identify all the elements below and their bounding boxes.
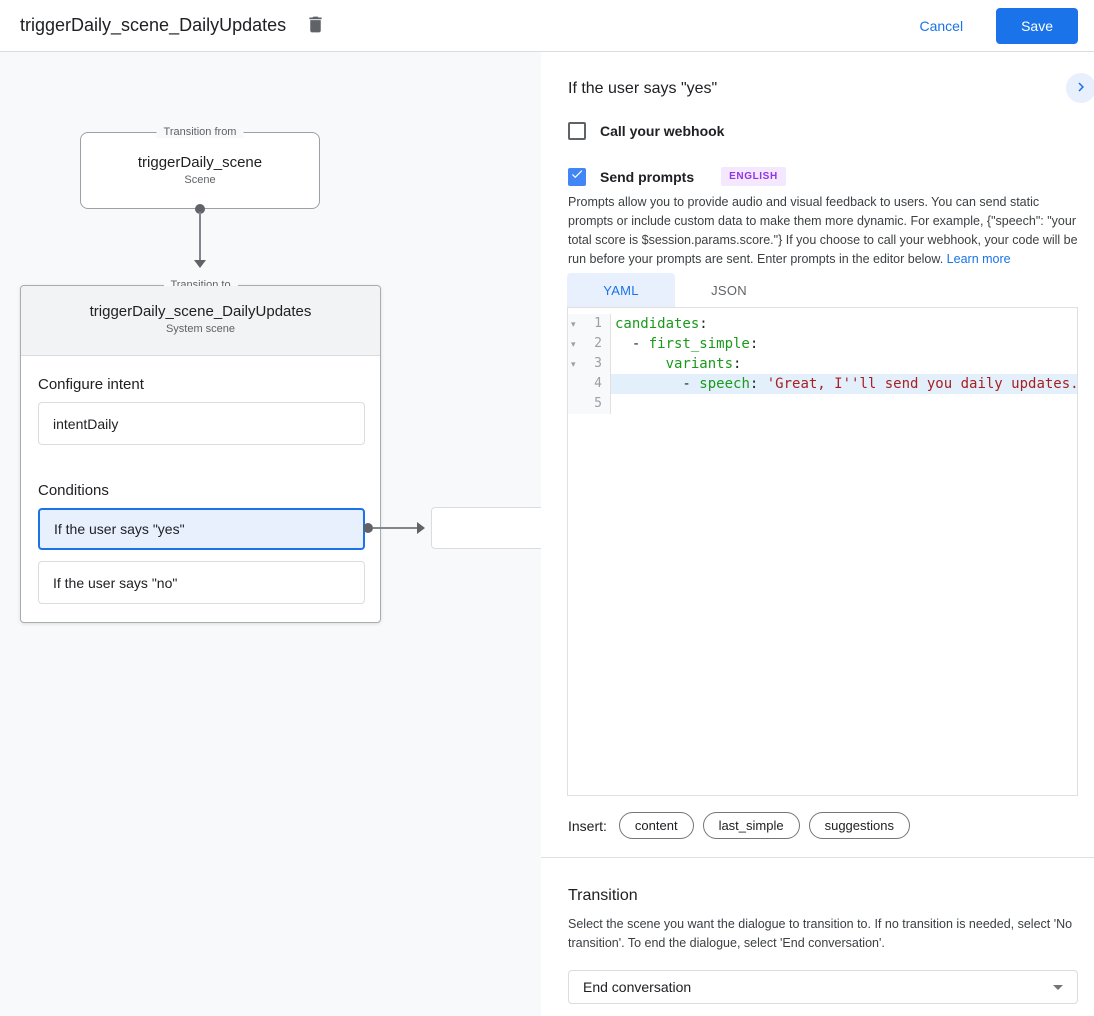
delete-scene-button[interactable] (303, 14, 327, 38)
code-line[interactable]: 4 - speech: 'Great, I''ll send you daily… (568, 374, 1077, 394)
code-text: variants: (665, 356, 742, 372)
language-badge: ENGLISH (721, 167, 786, 186)
line-number: 3 (594, 356, 602, 371)
gutter-cell: ▾3 (568, 354, 611, 374)
webhook-label: Call your webhook (600, 123, 725, 139)
gutter-cell: 5 (568, 394, 611, 414)
to-scene-header: triggerDaily_scene_DailyUpdates System s… (21, 286, 380, 356)
code-text: - speech: 'Great, I''ll send you daily u… (611, 374, 1077, 394)
transition-dropdown[interactable]: End conversation (568, 970, 1078, 1004)
scene-graph-canvas: Transition from triggerDaily_scene Scene… (0, 52, 541, 1016)
condition-label: If the user says "yes" (54, 521, 185, 537)
transition-target-node[interactable] (431, 507, 541, 549)
trash-icon (305, 14, 326, 38)
gutter-cell: ▾1 (568, 314, 611, 334)
code-text: - first_simple: (615, 336, 759, 352)
condition-editor-panel: If the user says "yes" Call your webhook… (541, 52, 1094, 1016)
panel-title: If the user says "yes" (568, 80, 718, 97)
chevron-right-icon (1072, 78, 1090, 99)
from-scene-subtitle: Scene (184, 174, 216, 186)
line-number: 1 (594, 316, 602, 331)
line-number: 2 (594, 336, 602, 351)
send-prompts-checkbox[interactable] (568, 167, 586, 186)
insert-label: Insert: (568, 817, 607, 834)
condition-item-no[interactable]: If the user says "no" (38, 561, 365, 604)
insert-chip-suggestions[interactable]: suggestions (808, 812, 910, 839)
transition-from-badge: Transition from (156, 126, 244, 138)
save-button[interactable]: Save (996, 7, 1078, 44)
configure-intent-label: Configure intent (38, 376, 144, 393)
editor-tab-strip: YAML JSON (567, 273, 1078, 307)
learn-more-link[interactable]: Learn more (946, 252, 1011, 267)
transition-description: Select the scene you want the dialogue t… (568, 917, 1073, 950)
connector-line-horizontal (373, 527, 418, 529)
send-prompts-checkbox-row[interactable]: Send prompts ENGLISH (568, 167, 786, 186)
intent-field[interactable]: intentDaily (38, 402, 365, 445)
transition-section-title: Transition (568, 887, 638, 904)
insert-chip-last_simple[interactable]: last_simple (702, 812, 800, 839)
transition-to-node[interactable]: Transition to triggerDaily_scene_DailyUp… (20, 279, 381, 623)
transition-from-node[interactable]: Transition from triggerDaily_scene Scene (80, 126, 320, 209)
collapse-panel-button[interactable] (1066, 73, 1094, 103)
condition-label: If the user says "no" (53, 574, 178, 591)
line-number: 5 (594, 396, 602, 411)
fold-toggle-icon[interactable]: ▾ (571, 339, 576, 349)
tab-json[interactable]: JSON (711, 282, 747, 298)
code-line[interactable]: ▾3 variants: (568, 354, 1077, 374)
condition-item-yes[interactable]: If the user says "yes" (38, 508, 365, 550)
section-divider (541, 857, 1094, 858)
code-line[interactable]: ▾2 - first_simple: (568, 334, 1077, 354)
from-scene-title: triggerDaily_scene (137, 154, 263, 171)
checkmark-icon (570, 167, 584, 186)
connector-dot (195, 204, 205, 214)
code-line[interactable]: 5 (568, 394, 1077, 414)
line-number: 4 (594, 376, 602, 391)
webhook-checkbox[interactable] (568, 122, 586, 140)
send-prompts-label: Send prompts (600, 168, 695, 185)
code-text (611, 394, 1077, 414)
transition-dropdown-value: End conversation (583, 979, 692, 995)
prompts-description-text: Prompts allow you to provide audio and v… (568, 195, 1078, 267)
gutter-cell: ▾2 (568, 334, 611, 354)
connector-line-vertical (199, 212, 201, 260)
conditions-label: Conditions (38, 482, 109, 499)
code-text: candidates: (615, 316, 708, 332)
to-scene-subtitle: System scene (165, 323, 236, 335)
arrow-right-icon (417, 522, 425, 534)
top-bar: triggerDaily_scene_DailyUpdates Cancel S… (0, 0, 1094, 52)
connector-dot (363, 523, 373, 533)
cancel-button[interactable]: Cancel (919, 17, 964, 34)
webhook-checkbox-row[interactable]: Call your webhook (568, 122, 724, 140)
insert-chip-content[interactable]: content (618, 812, 694, 839)
fold-toggle-icon[interactable]: ▾ (571, 359, 576, 369)
prompts-description: Prompts allow you to provide audio and v… (568, 193, 1080, 270)
dropdown-caret-icon (1053, 984, 1063, 990)
gutter-cell: 4 (568, 374, 611, 394)
insert-chip-row: Insert: content last_simple suggestions (568, 812, 910, 839)
arrow-down-icon (194, 260, 206, 268)
tab-yaml[interactable]: YAML (567, 273, 675, 307)
intent-value: intentDaily (53, 415, 119, 432)
page-title: triggerDaily_scene_DailyUpdates (20, 15, 287, 35)
to-scene-title: triggerDaily_scene_DailyUpdates (89, 303, 312, 320)
fold-toggle-icon[interactable]: ▾ (571, 319, 576, 329)
